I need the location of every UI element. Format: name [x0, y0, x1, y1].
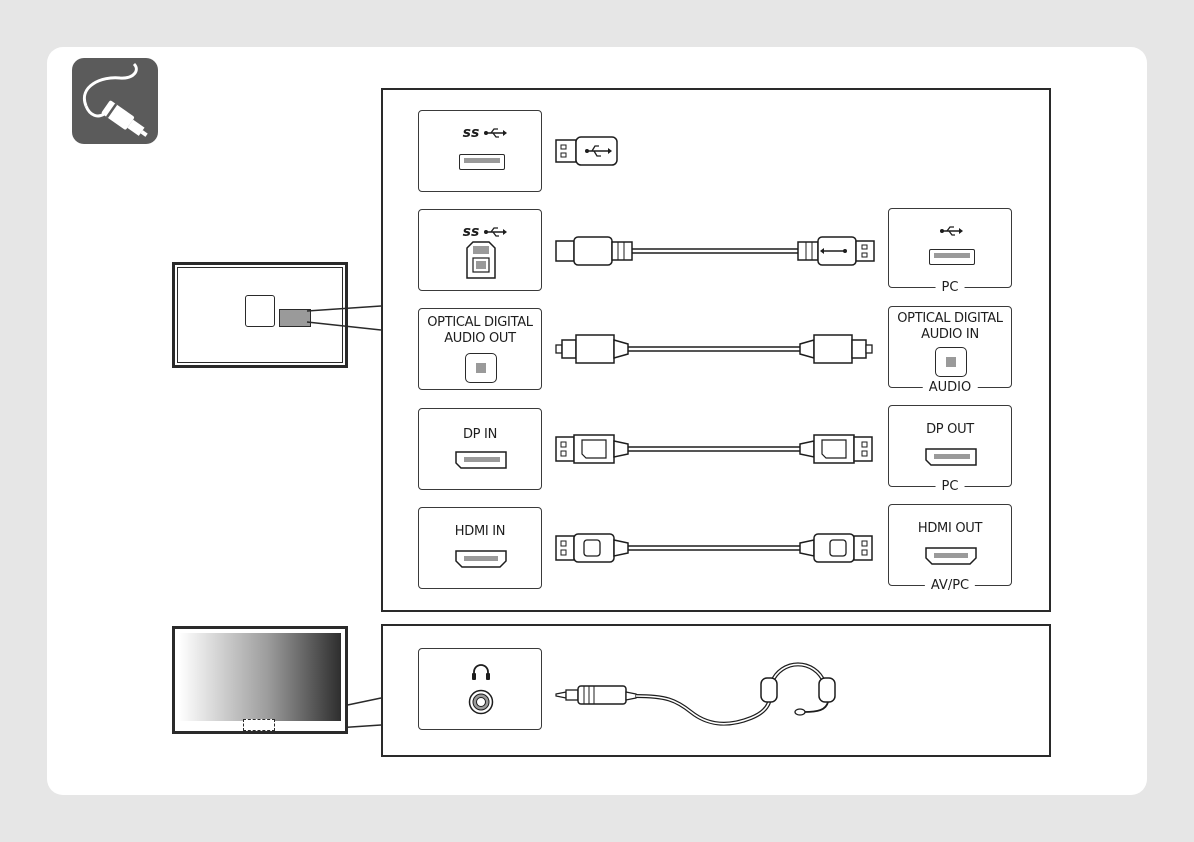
usb-icon	[939, 225, 963, 237]
headphone-port-box	[418, 648, 542, 730]
optical-cable	[556, 332, 876, 366]
headphone-port-location	[243, 719, 275, 731]
pc-dp-out-port-box: DP OUT PC	[888, 405, 1012, 487]
hdmi-port	[925, 547, 977, 565]
usb-a-port-box: ss	[418, 110, 542, 192]
dp-in-label: DP IN	[419, 427, 541, 443]
device-tag: AV/PC	[925, 578, 975, 594]
superspeed-label: ss	[401, 224, 541, 240]
dp-out-label: DP OUT	[889, 422, 1011, 438]
headset-with-cable	[556, 652, 836, 744]
usb-a-port	[459, 154, 505, 170]
usb-flash-drive	[556, 136, 618, 166]
optical-in-label: OPTICAL DIGITAL AUDIO IN	[889, 311, 1011, 343]
usb-a-port	[929, 249, 975, 265]
hdmi-cable	[556, 531, 876, 565]
usb-b-port	[465, 240, 497, 280]
headphone-jack	[468, 689, 494, 715]
hdmi-port	[455, 550, 507, 568]
displayport-port	[925, 448, 977, 466]
monitor-front-view	[172, 626, 348, 734]
device-tag: AUDIO	[923, 380, 978, 396]
optical-out-label: OPTICAL DIGITAL AUDIO OUT	[419, 315, 541, 347]
optical-port	[465, 353, 497, 383]
hdmi-out-label: HDMI OUT	[889, 521, 1011, 537]
headphone-icon	[471, 663, 491, 681]
hdmi-in-label: HDMI IN	[419, 524, 541, 540]
device-tag: PC	[936, 479, 965, 495]
audio-optical-in-port-box: OPTICAL DIGITAL AUDIO IN AUDIO	[888, 306, 1012, 388]
usb-b-port-box: ss	[418, 209, 542, 291]
displayport-port	[455, 451, 507, 469]
usb-b-to-a-cable	[556, 234, 876, 268]
displayport-cable	[556, 432, 876, 466]
av-pc-hdmi-out-port-box: HDMI OUT AV/PC	[888, 504, 1012, 586]
usb-icon	[483, 226, 507, 238]
pc-usb-port-box: PC	[888, 208, 1012, 288]
optical-out-port-box: OPTICAL DIGITAL AUDIO OUT	[418, 308, 542, 390]
optical-port	[935, 347, 967, 377]
hdmi-in-port-box: HDMI IN	[418, 507, 542, 589]
device-tag: PC	[936, 280, 965, 296]
superspeed-label: ss	[401, 125, 541, 141]
dp-in-port-box: DP IN	[418, 408, 542, 490]
usb-icon	[483, 127, 507, 139]
